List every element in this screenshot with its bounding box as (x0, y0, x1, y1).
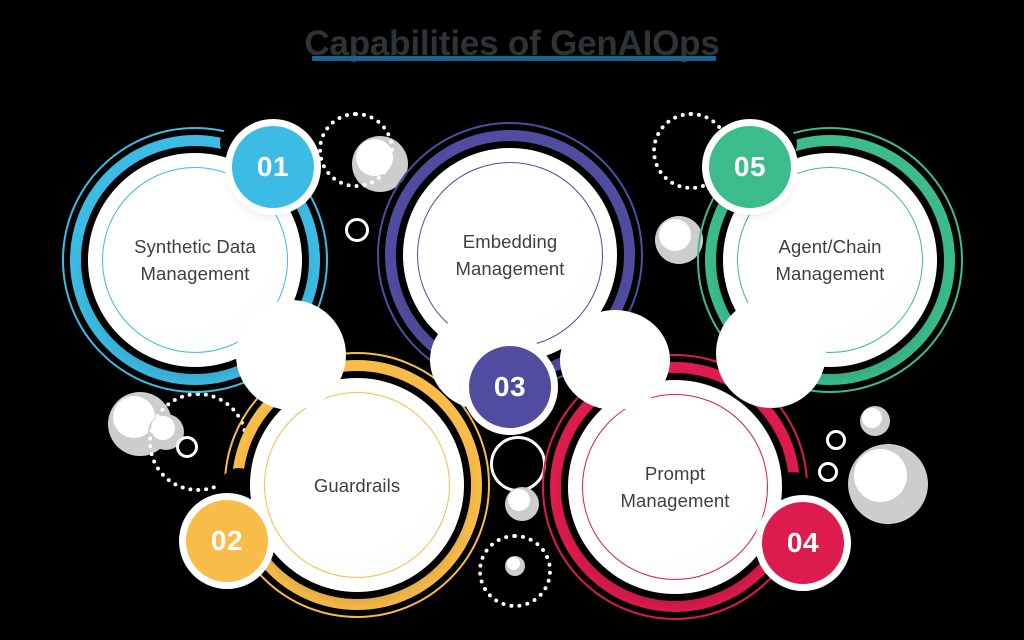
node-05-badge[interactable]: 05 (709, 126, 791, 208)
node-05-outer-thin-arc (697, 127, 963, 393)
node-02-badge-number: 02 (210, 525, 244, 556)
node-02-inner-ring: Guardrails (264, 392, 450, 578)
decor-sphere-left-large (108, 392, 172, 456)
node-01-badge[interactable]: 01 (232, 126, 314, 208)
decor-dotted-ring-center-bottom (478, 534, 552, 608)
node-04-inner-ring: Prompt Management (582, 394, 768, 580)
decor-ring-left-small (176, 436, 198, 458)
node-03[interactable]: Embedding Management 03 (377, 122, 643, 428)
connector-blob-3 (560, 310, 670, 410)
node-04-label: Prompt Management (620, 463, 730, 511)
node-05-outer-thick-arc (705, 135, 955, 385)
node-02[interactable]: Guardrails 02 (186, 352, 490, 618)
decor-ring-top-center-small (345, 218, 369, 242)
node-04[interactable]: Prompt Management 04 (542, 354, 844, 620)
node-01-badge-number: 01 (256, 151, 290, 182)
node-01-outer-thick-arc (70, 135, 320, 385)
node-05-label: Agent/Chain Management (775, 236, 885, 284)
decor-ring-center-bottom (490, 436, 546, 492)
decor-sphere-right-small (860, 406, 890, 436)
connector-blob-4 (716, 298, 826, 408)
decor-sphere-left-small (148, 414, 184, 450)
decor-sphere-center-bottom-tiny (505, 556, 525, 576)
node-05[interactable]: Agent/Chain Management 05 (697, 117, 963, 393)
node-04-badge[interactable]: 04 (762, 502, 844, 584)
decor-dotted-ring-top-center (318, 112, 394, 188)
node-03-badge[interactable]: 03 (469, 346, 551, 428)
title-underline (312, 56, 716, 61)
node-03-label: Embedding Management (455, 231, 565, 279)
decor-ring-right-b (818, 462, 838, 482)
node-02-label: Guardrails (313, 474, 401, 496)
connector-blob-1 (236, 300, 346, 410)
decor-ring-right-a (826, 430, 846, 450)
decor-sphere-mid-right (655, 216, 703, 264)
node-01-label: Synthetic Data Management (134, 236, 256, 284)
node-04-badge-number: 04 (786, 527, 820, 558)
decor-sphere-right-large (848, 444, 928, 524)
node-05-badge-number: 05 (733, 151, 767, 182)
node-01-outer-thin-arc (62, 127, 328, 393)
node-02-badge[interactable]: 02 (186, 500, 268, 582)
node-03-badge-number: 03 (493, 371, 527, 402)
decor-sphere-center-bottom (505, 487, 539, 521)
